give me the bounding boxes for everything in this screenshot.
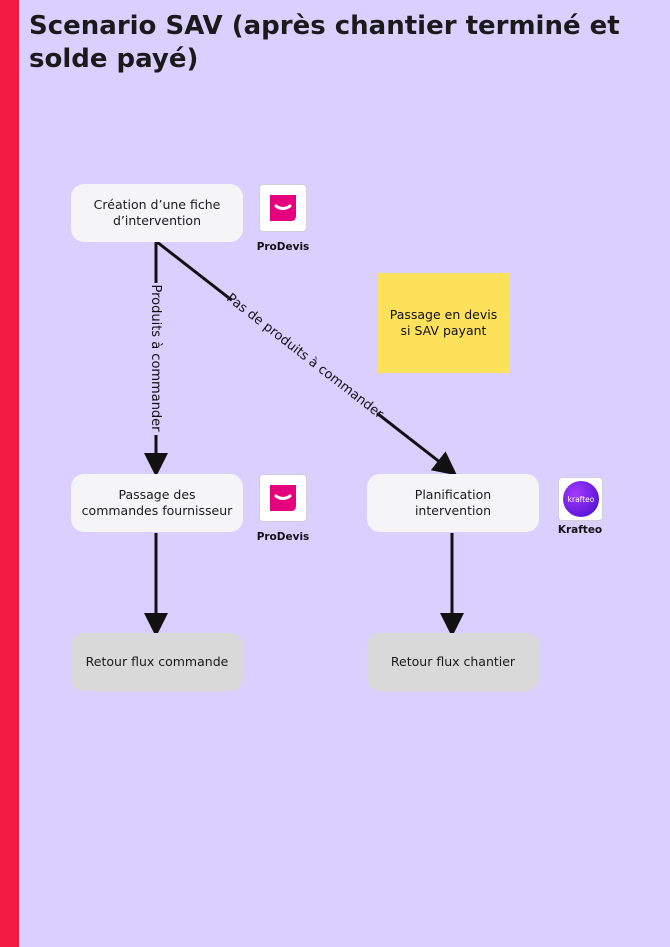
node-creation-fiche: Création d’une fiche d’intervention — [71, 184, 243, 242]
krafteo-logo: krafteo — [558, 477, 603, 521]
node-retour-chantier: Retour flux chantier — [367, 633, 539, 691]
page-title: Scenario SAV (après chantier terminé et … — [29, 11, 620, 74]
edge-label-pas-produits: Pas de produits à commander — [223, 291, 386, 423]
prodevis-logo — [259, 474, 307, 522]
accent-bar — [0, 0, 19, 947]
prodevis-logo — [259, 184, 307, 232]
node-passage-commandes: Passage des commandes fournisseur — [71, 474, 243, 532]
node-retour-commande: Retour flux commande — [71, 633, 243, 691]
node-planification: Planification intervention — [367, 474, 539, 532]
krafteo-logo-text: krafteo — [567, 495, 594, 504]
edge-label-produits: Produits à commander — [148, 284, 163, 432]
sticky-note: Passage en devis si SAV payant — [377, 273, 510, 373]
logo-caption-krafteo: Krafteo — [557, 524, 603, 536]
logo-caption-prodevis: ProDevis — [256, 531, 310, 543]
logo-caption-prodevis: ProDevis — [256, 241, 310, 253]
